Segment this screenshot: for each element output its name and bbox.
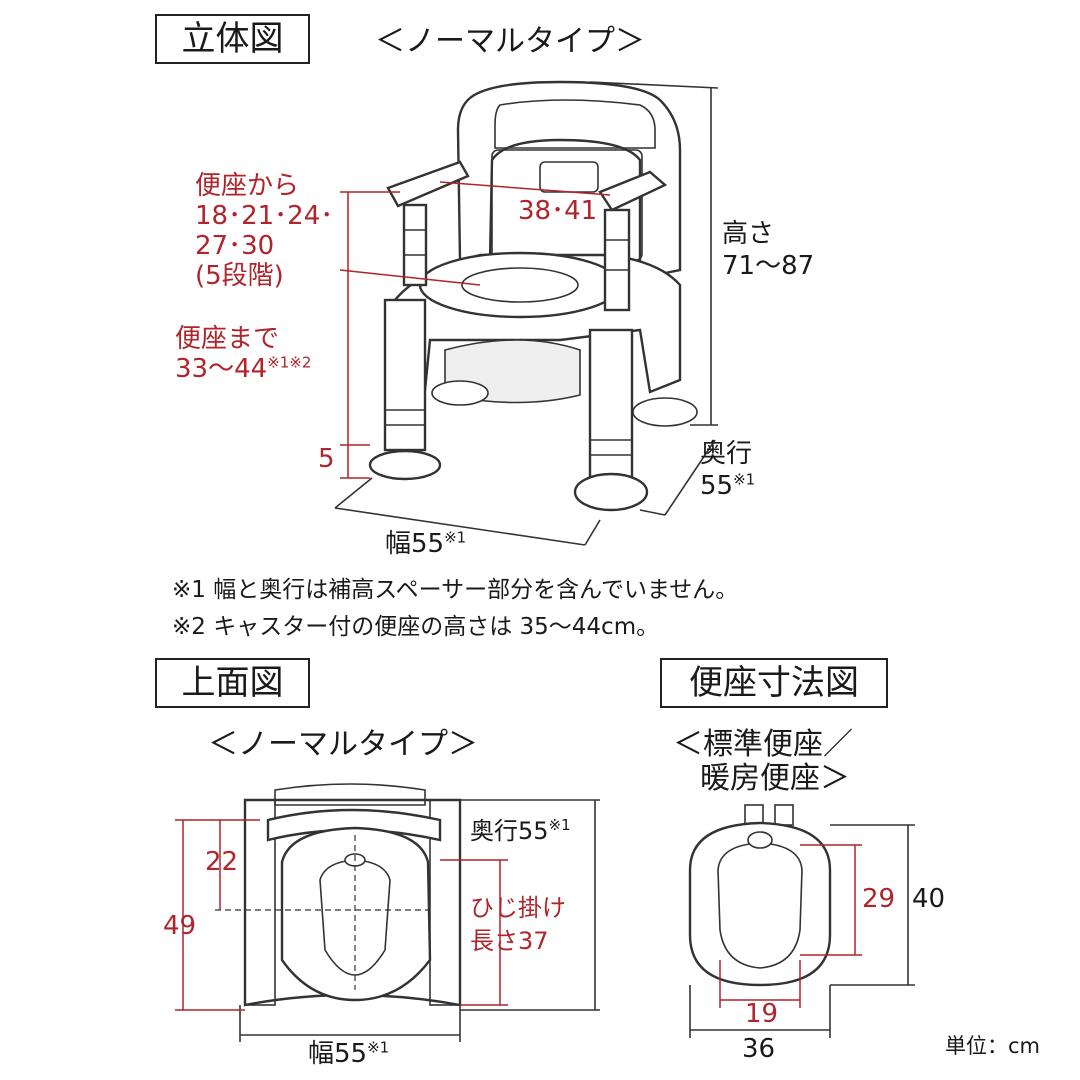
hole-length-label: 29 (862, 884, 896, 914)
footnote-1: ※1 幅と奥行は補高スペーサー部分を含んでいません。 (172, 577, 739, 603)
armrest-from-seat-label-3: 27･30 (195, 231, 275, 261)
outer-width-label: 36 (742, 1034, 776, 1064)
perspective-title: 立体図 (155, 14, 310, 64)
top-depth-label: 奥行55※1 (470, 816, 571, 845)
chair-perspective-drawing (334, 80, 719, 546)
top-view-title: 上面図 (155, 658, 310, 708)
height-label-1: 高さ (722, 219, 775, 249)
elbow-length-label-2: 長さ37 (470, 927, 549, 955)
seat-depth-label: 49 (163, 911, 197, 941)
armrest-from-seat-label-4: (5段階) (195, 261, 284, 291)
armrest-from-seat-label-2: 18･21･24･ (195, 201, 334, 231)
top-view-drawing (175, 783, 600, 1042)
armrest-from-seat-label-1: 便座から (195, 171, 300, 201)
seat-height-label-1: 便座まで (175, 324, 280, 354)
elbow-length-label-1: ひじ掛け (470, 894, 566, 922)
width-label: 幅55※1 (385, 528, 467, 559)
depth-label-1: 奥行 (700, 439, 753, 469)
armrest-span-label: 38･41 (518, 196, 598, 226)
height-label-2: 71〜87 (722, 251, 815, 281)
unit-label: 単位：cm (945, 1034, 1041, 1058)
outer-length-label: 40 (912, 884, 946, 914)
seat-view-subtitle-1: ＜標準便座／ (673, 727, 853, 762)
seat-view-title: 便座寸法図 (660, 658, 888, 708)
depth-label-2: 55※1 (700, 470, 756, 501)
seat-view-subtitle-2: 暖房便座＞ (700, 761, 850, 796)
foot-height-label: 5 (318, 444, 335, 474)
front-to-center-label: 22 (205, 847, 239, 877)
footnote-2: ※2 キャスター付の便座の高さは 35〜44cm。 (172, 614, 660, 640)
seat-height-label-2: 33〜44※1※2 (175, 353, 312, 384)
top-width-label: 幅55※1 (308, 1038, 390, 1069)
perspective-subtitle: ＜ノーマルタイプ＞ (375, 24, 645, 59)
seat-view-drawing (688, 804, 915, 1038)
top-view-subtitle: ＜ノーマルタイプ＞ (208, 727, 478, 762)
hole-width-label: 19 (745, 999, 779, 1029)
